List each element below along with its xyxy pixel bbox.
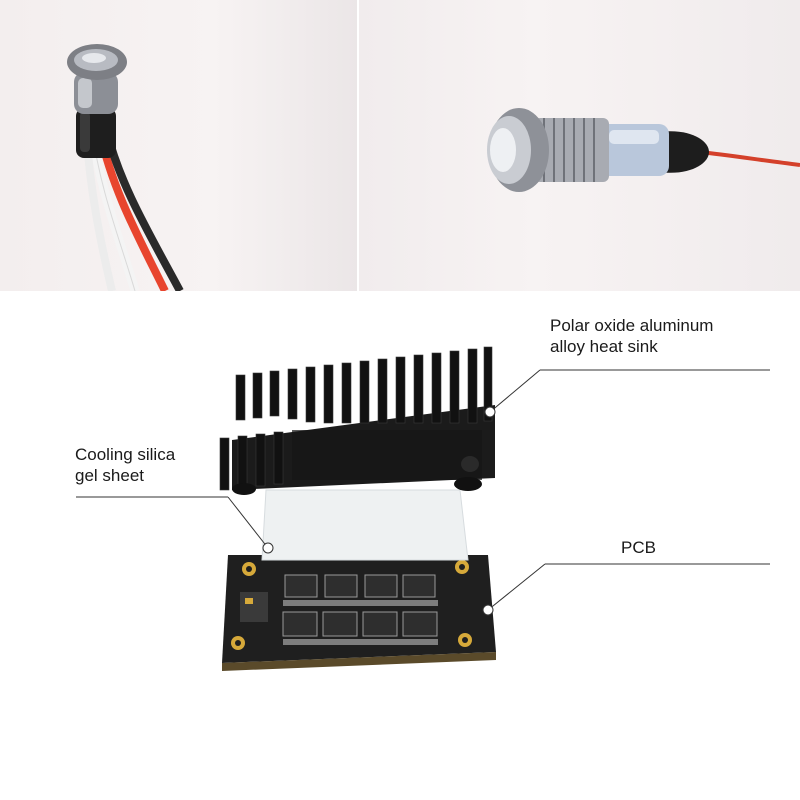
heat-sink-label-line2: alloy heat sink [550, 337, 658, 356]
pcb-label: PCB [621, 538, 656, 557]
heat-sink-label: Polar oxide aluminum alloy heat sink [550, 315, 713, 357]
left-photo-switch-wires [0, 0, 357, 291]
silica-gel-sheet [261, 489, 469, 561]
exploded-assembly-diagram: Polar oxide aluminum alloy heat sink Coo… [0, 291, 800, 800]
silica-gel-label: Cooling silica gel sheet [75, 444, 175, 486]
photo-divider [357, 0, 359, 291]
right-photo-illustration [487, 108, 800, 192]
right-photo-push-button [359, 0, 800, 291]
silica-gel-label-line1: Cooling silica [75, 445, 176, 464]
assembly-illustration [76, 346, 770, 671]
silica-gel-label-line2: gel sheet [75, 466, 144, 485]
heat-sink-label-line1: Polar oxide aluminum [550, 316, 714, 335]
left-photo-illustration [67, 44, 184, 291]
leader-lines [76, 369, 770, 611]
